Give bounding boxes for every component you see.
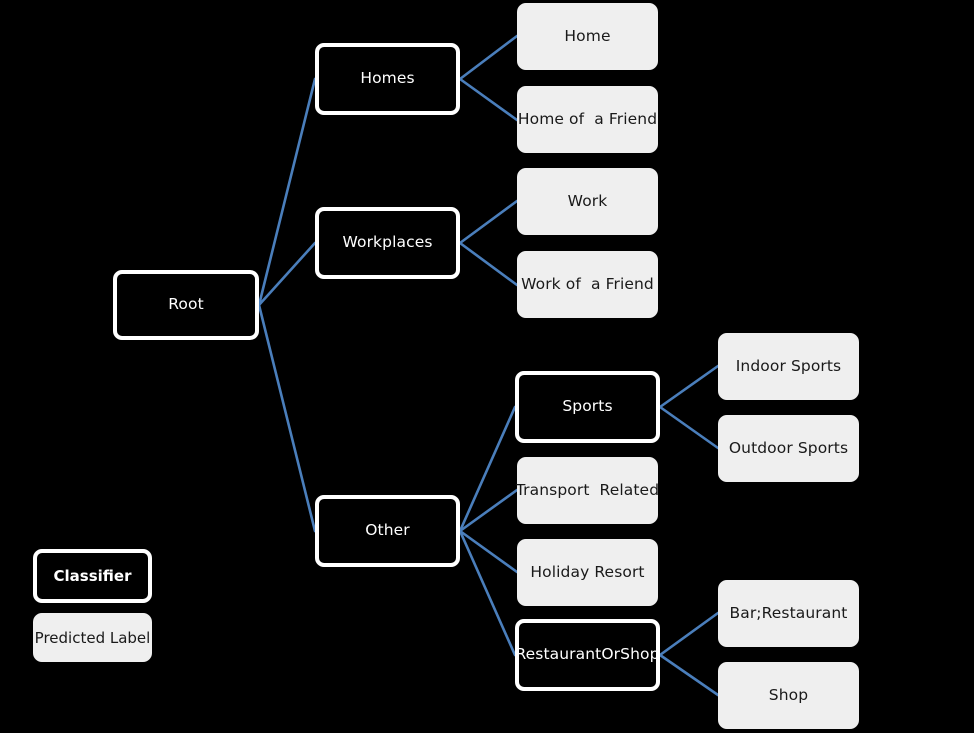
edge-other-to-sports xyxy=(458,405,517,533)
node-label-indoor-sports: Indoor Sports xyxy=(735,356,842,375)
node-label-holiday-resort: Holiday Resort xyxy=(530,562,645,581)
edge-other-to-restaurantorshop xyxy=(458,529,517,657)
edge-homes-to-home-of-a-friend xyxy=(458,77,519,122)
node-home[interactable]: Home xyxy=(517,3,658,70)
node-label-bar-restaurant: Bar;Restaurant xyxy=(729,603,848,622)
node-homes[interactable]: Homes xyxy=(315,43,460,115)
edge-sports-to-outdoor-sports xyxy=(658,405,720,450)
legend-predicted-label-text: Predicted Label xyxy=(34,628,151,647)
node-workplaces[interactable]: Workplaces xyxy=(315,207,460,279)
node-home-of-a-friend[interactable]: Home of a Friend xyxy=(517,86,658,153)
node-other[interactable]: Other xyxy=(315,495,460,567)
node-outdoor-sports[interactable]: Outdoor Sports xyxy=(718,415,859,482)
node-label-other: Other xyxy=(365,521,410,540)
node-label-home-of-a-friend: Home of a Friend xyxy=(517,109,658,128)
node-restaurantorshop[interactable]: RestaurantOrShop xyxy=(515,619,660,691)
node-sports[interactable]: Sports xyxy=(515,371,660,443)
node-label-root: Root xyxy=(168,295,204,314)
node-transport-related[interactable]: Transport Related xyxy=(515,457,660,524)
edge-root-to-homes xyxy=(257,77,317,307)
node-shop[interactable]: Shop xyxy=(718,662,859,729)
edge-workplaces-to-work xyxy=(458,199,519,245)
edge-homes-to-home xyxy=(458,34,519,81)
node-label-outdoor-sports: Outdoor Sports xyxy=(728,438,849,457)
node-label-restaurantorshop: RestaurantOrShop xyxy=(515,645,660,664)
node-label-homes: Homes xyxy=(360,69,415,88)
node-bar-restaurant[interactable]: Bar;Restaurant xyxy=(718,580,859,647)
node-label-sports: Sports xyxy=(562,397,613,416)
node-label-transport-related: Transport Related xyxy=(515,480,660,499)
edge-restaurantorshop-to-shop xyxy=(658,653,720,697)
legend-predicted-label-key: Predicted Label xyxy=(33,613,152,662)
node-work[interactable]: Work xyxy=(517,168,658,235)
node-label-home: Home xyxy=(564,26,611,45)
edge-other-to-transport-related xyxy=(458,488,519,533)
legend-classifier-label: Classifier xyxy=(53,567,132,585)
node-indoor-sports[interactable]: Indoor Sports xyxy=(718,333,859,400)
edge-workplaces-to-work-of-a-friend xyxy=(458,241,519,287)
node-root[interactable]: Root xyxy=(113,270,259,340)
node-label-work-of-a-friend: Work of a Friend xyxy=(521,274,654,293)
node-holiday-resort[interactable]: Holiday Resort xyxy=(517,539,658,606)
edge-root-to-other xyxy=(257,303,317,533)
legend-classifier-key: Classifier xyxy=(33,549,152,603)
edge-other-to-holiday-resort xyxy=(458,529,519,574)
edge-sports-to-indoor-sports xyxy=(658,364,720,409)
node-label-work: Work xyxy=(567,191,608,210)
edge-restaurantorshop-to-bar-restaurant xyxy=(658,611,720,657)
node-label-workplaces: Workplaces xyxy=(342,233,433,252)
edge-root-to-workplaces xyxy=(257,241,317,307)
node-label-shop: Shop xyxy=(768,685,809,704)
node-work-of-a-friend[interactable]: Work of a Friend xyxy=(517,251,658,318)
